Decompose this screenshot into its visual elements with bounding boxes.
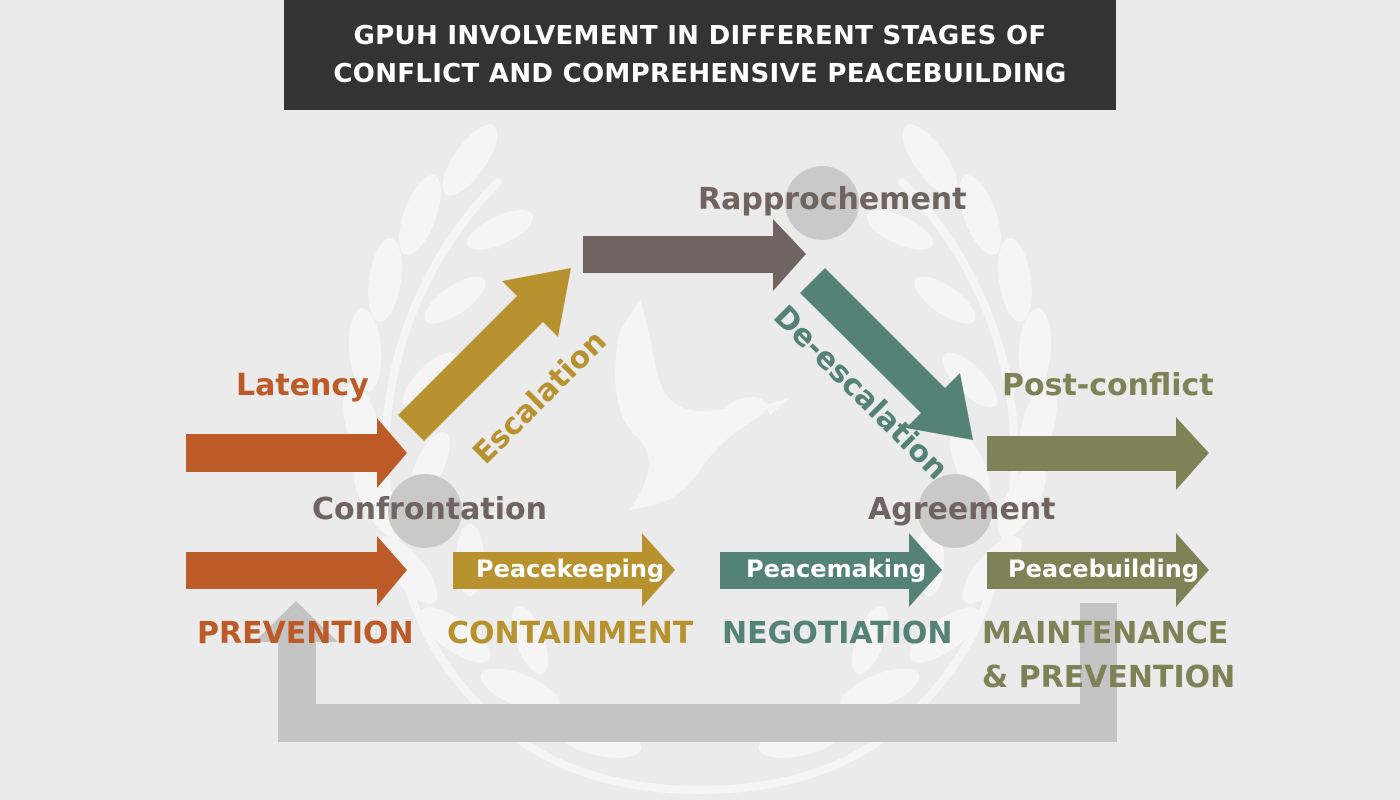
agreement-circle [918,474,992,548]
title-line-1: GPUH INVOLVEMENT IN DIFFERENT STAGES OF [353,21,1047,51]
peacebuilding-label: Peacebuilding [1008,555,1199,583]
rapprochement-arrow [583,219,806,291]
containment-phase-label: CONTAINMENT [447,616,694,651]
peacekeeping-arrow [453,533,675,607]
maintenance-phase-label-line2: & PREVENTION [982,660,1236,695]
latency-arrow [186,418,407,488]
prevention-phase-label: PREVENTION [197,616,414,651]
title-line-2: CONFLICT AND COMPREHENSIVE PEACEBUILDING [333,59,1067,89]
maintenance-phase-label-line1: MAINTENANCE [982,616,1229,651]
confrontation-circle [388,474,462,548]
post-conflict-arrow [987,417,1209,490]
agreement-label: Agreement [868,492,1056,527]
laurel-wreath-dove-icon [343,124,1057,794]
diagram-title: GPUH INVOLVEMENT IN DIFFERENT STAGES OF … [284,0,1116,110]
negotiation-phase-label: NEGOTIATION [722,616,953,651]
confrontation-label: Confrontation [312,492,547,527]
rapprochement-label: Rapprochement [698,182,967,217]
post-conflict-label: Post-conflict [1002,368,1214,403]
cycle-loop-arrow [254,601,1117,742]
peacemaking-label: Peacemaking [746,555,927,583]
prevention-arrow [186,536,407,606]
latency-label: Latency [236,368,369,403]
de-escalation-arrow [800,268,973,440]
peacekeeping-label: Peacekeeping [476,555,665,583]
rapprochement-circle [785,166,859,240]
peacemaking-arrow [720,533,942,607]
peacebuilding-arrow [987,533,1209,607]
escalation-arrow [398,268,571,441]
